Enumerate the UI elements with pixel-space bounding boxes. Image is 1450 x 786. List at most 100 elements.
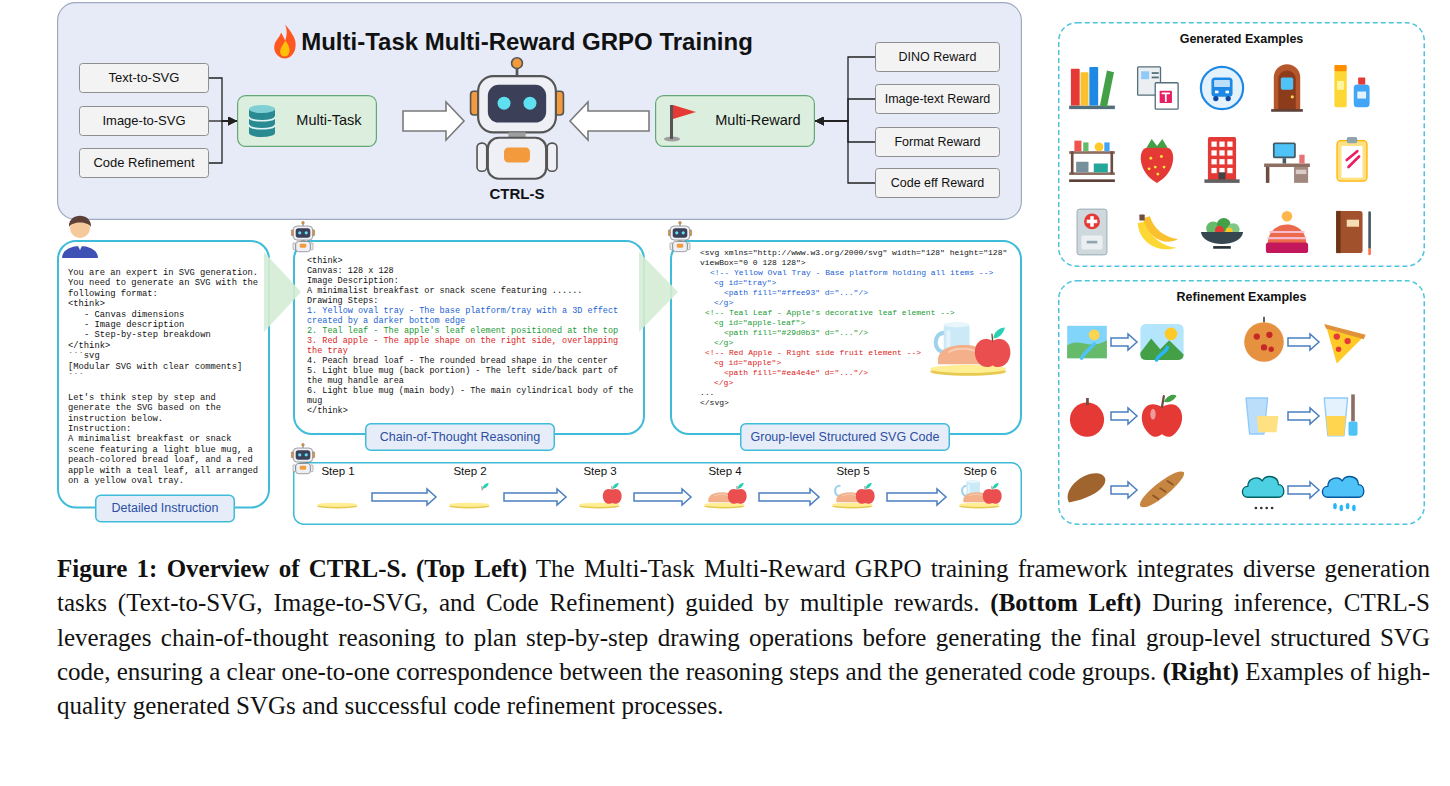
progress-arrow (1288, 482, 1319, 498)
flow-chevron (264, 252, 301, 332)
panel-title: Multi-Task Multi-Reward GRPO Training (301, 28, 753, 57)
code-line: </svg> (700, 398, 1008, 408)
refine-before-icon (1244, 317, 1284, 362)
refinement-panel-outline (1059, 281, 1425, 525)
icon-part (1269, 347, 1274, 352)
database-icon (249, 105, 275, 137)
progress-arrow (1111, 408, 1137, 424)
icon-part (1265, 507, 1268, 510)
title-row: Generated Examples (1058, 32, 1425, 47)
model-node: CTRL-S (466, 55, 568, 207)
code-box-outline (671, 241, 1021, 434)
icon-part (1336, 211, 1340, 253)
panel-tag: Chain-of-Thought Reasoning (365, 423, 555, 451)
code-line: <!-- Yellow Oval Tray - Base platform ho… (710, 268, 1008, 278)
icon-part (293, 448, 312, 462)
icon-part (1219, 150, 1224, 155)
panel-tag-outline (366, 424, 555, 451)
reasoning-line: 2. Teal leaf - The apple's leaf element … (307, 326, 635, 336)
icon-part (688, 243, 690, 250)
flow-chevron (639, 252, 678, 332)
icon-part (302, 443, 305, 446)
step-label: Step 3 (583, 465, 616, 477)
icon-part (1273, 142, 1296, 158)
icon-part (300, 244, 306, 248)
icon-part (866, 483, 872, 489)
reward-box-outline (876, 169, 1000, 198)
reasoning-line: Canvas: 128 x 128 (307, 266, 635, 276)
icon-part (1153, 481, 1173, 499)
icon-part (1354, 84, 1370, 107)
icon-part (864, 486, 865, 490)
prompt-line: </think> (68, 341, 262, 351)
icon-part (1268, 225, 1307, 245)
generated-svg-icon (1266, 211, 1308, 253)
step-label: Step 4 (708, 465, 741, 477)
prompt-line: - Step-by-step breakdown (84, 330, 262, 340)
step-slot: Step 5 (803, 465, 903, 479)
icon-part (1242, 477, 1283, 498)
examples-panel: Generated Examples (1058, 22, 1425, 267)
icon-part (296, 463, 311, 473)
code-line: <g id="tray"> (714, 278, 1008, 288)
generated-svg-icon (1077, 209, 1107, 255)
refine-after-icon (1140, 471, 1184, 507)
icon-part (1156, 173, 1159, 176)
caption-bold-run: Figure 1: Overview of CTRL-S. (57, 555, 407, 582)
icon-part (1219, 159, 1224, 164)
icon-part (677, 244, 683, 248)
icon-part (991, 486, 992, 490)
icon-part (1336, 347, 1341, 352)
tag-label: Detailed Instruction (111, 501, 218, 516)
icon-part (962, 486, 967, 496)
icon-part (1281, 77, 1293, 89)
icon-part (1165, 328, 1178, 341)
icon-part (1084, 214, 1100, 230)
prompt-line: <think> (68, 299, 262, 309)
icon-part (1264, 164, 1310, 168)
icon-part (1334, 70, 1346, 107)
icon-part (1076, 162, 1088, 173)
icon-part (949, 349, 976, 352)
icon-part (1266, 332, 1272, 338)
panel-title: Generated Examples (1180, 32, 1304, 47)
panel-title: Refinement Examples (1177, 290, 1307, 305)
code-line: <svg xmlns="http://www.w3.org/2000/svg" … (700, 248, 1008, 268)
icon-part (1141, 71, 1149, 79)
code-box: <svg xmlns="http://www.w3.org/2000/svg" … (670, 240, 1022, 435)
icon-part (1218, 172, 1225, 179)
icon-part (1352, 505, 1356, 511)
caption-bold-run: (Right) (1162, 658, 1238, 685)
multi-reward-box-outline (656, 96, 815, 147)
icon-part (1255, 507, 1258, 510)
icon-part (966, 480, 980, 483)
icon-part (714, 494, 728, 496)
icon-part (1077, 209, 1107, 255)
icon-part (249, 117, 275, 121)
icon-part (1149, 157, 1152, 160)
node-label: Format Reward (894, 135, 980, 150)
node-label: Image-to-SVG (102, 113, 185, 129)
icon-part (991, 334, 993, 341)
code-line: <path fill="#ffee93" d="..."/> (724, 288, 1008, 298)
hollow-block-arrow (403, 102, 464, 140)
generated-svg-icon (1201, 67, 1243, 109)
node-label: Image-text Reward (885, 92, 991, 107)
icon-part (1340, 505, 1344, 511)
icon-part (483, 483, 489, 489)
icon-part (1357, 92, 1366, 99)
reward-box: Format Reward (875, 127, 1000, 157)
prompt-line: - Canvas dimensions (84, 310, 262, 320)
robot-icon (291, 221, 314, 251)
code-line: <g id="apple-leaf"> (714, 318, 1008, 328)
icon-part (1140, 471, 1184, 507)
icon-part (296, 450, 311, 459)
icon-part (1244, 322, 1284, 362)
reasoning-line: A minimalist breakfast or snack scene fe… (307, 286, 635, 296)
progress-arrow (504, 489, 566, 505)
icon-part (1081, 72, 1089, 105)
robot-icon (291, 443, 314, 473)
icon-part (481, 486, 482, 490)
icon-part (1278, 70, 1296, 110)
